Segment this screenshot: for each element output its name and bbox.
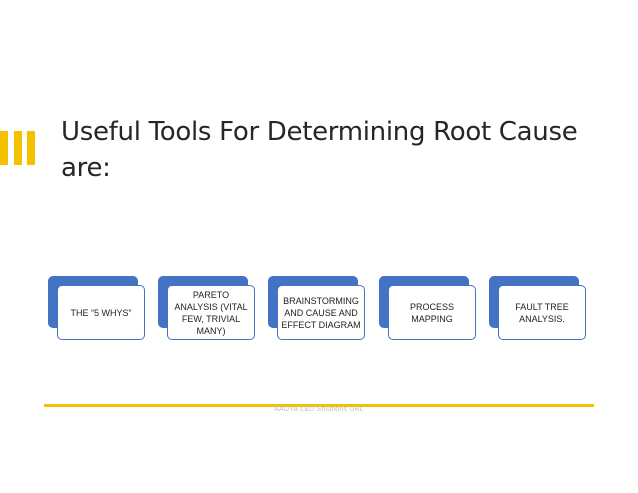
accent-bar <box>14 131 22 165</box>
tool-card-label: FAULT TREE ANALYSIS. <box>498 285 586 340</box>
accent-bar <box>0 131 8 165</box>
tool-card-pareto: PARETO ANALYSIS (VITAL FEW, TRIVIAL MANY… <box>158 276 255 340</box>
slide-title-line-1: Useful Tools For Determining Root Cause <box>61 117 578 147</box>
tool-card-label: THE “5 WHYS” <box>57 285 145 340</box>
tool-card-label: PARETO ANALYSIS (VITAL FEW, TRIVIAL MANY… <box>167 285 255 340</box>
tool-card-5-whys: THE “5 WHYS” <box>48 276 145 340</box>
slide-title: Useful Tools For Determining Root Cause … <box>61 114 601 186</box>
tool-card-process-mapping: PROCESS MAPPING <box>379 276 476 340</box>
tool-card-label: PROCESS MAPPING <box>388 285 476 340</box>
accent-bar <box>27 131 35 165</box>
footer-text: AADYA L&D Solutions URL <box>274 406 364 413</box>
tool-card-fault-tree: FAULT TREE ANALYSIS. <box>489 276 586 340</box>
footer-divider <box>44 404 594 407</box>
slide-title-line-2: are: <box>61 153 111 183</box>
tool-card-label: BRAINSTORMING AND CAUSE AND EFFECT DIAGR… <box>277 285 365 340</box>
tool-card-brainstorming: BRAINSTORMING AND CAUSE AND EFFECT DIAGR… <box>268 276 365 340</box>
